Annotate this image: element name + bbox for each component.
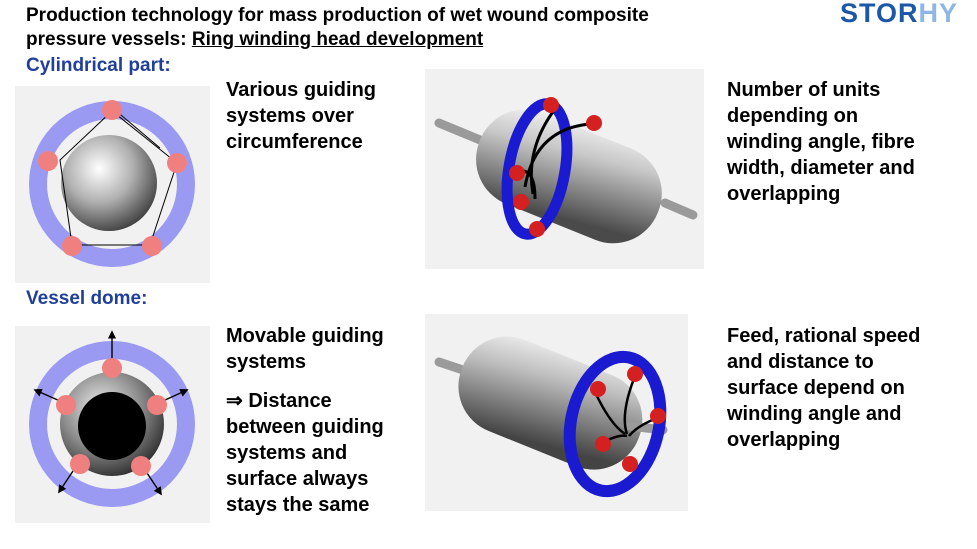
title-line-2-prefix: pressure vessels: [26, 29, 192, 50]
guide-unit [622, 456, 638, 472]
shaft-right [660, 198, 698, 220]
storhy-logo: STORHY [840, 0, 958, 29]
page-title: Production technology for mass productio… [26, 4, 649, 52]
movement-arrows [33, 330, 189, 496]
guide-unit [102, 358, 122, 378]
text-line: winding angle and [727, 403, 902, 425]
shaft-left [434, 357, 468, 375]
text-line: systems and [226, 442, 348, 464]
text-line: Movable guiding [226, 325, 384, 347]
text-line: Number of units [727, 79, 881, 101]
guide-unit [595, 436, 611, 452]
guiding-systems [590, 366, 666, 472]
dome-ring-diagram [15, 326, 210, 523]
logo-part-1: STOR [840, 0, 919, 28]
title-line-2: pressure vessels: Ring winding head deve… [26, 28, 649, 52]
text-line: systems [226, 351, 307, 373]
guide-unit [513, 194, 529, 210]
vessel-cross-section [61, 135, 157, 231]
guide-unit [147, 395, 167, 415]
text-line: width, diameter and [727, 157, 915, 179]
text-line: ⇒ Distance [226, 390, 332, 412]
guiding-systems [56, 358, 167, 476]
guide-unit [627, 366, 643, 382]
winding-ring [563, 350, 667, 498]
title-line-1: Production technology for mass productio… [26, 5, 649, 26]
cylindrical-left-text: Various guiding systems over circumferen… [226, 77, 376, 155]
text-line: overlapping [727, 429, 841, 451]
text-line: systems over [226, 105, 354, 127]
guide-unit [543, 97, 559, 113]
title-line-2-underlined: Ring winding head development [191, 29, 484, 50]
guide-unit [70, 454, 90, 474]
logo-part-2: HY [918, 0, 959, 28]
guide-unit [38, 151, 58, 171]
text-line: depending on [727, 105, 859, 127]
guide-unit [650, 408, 666, 424]
text-line: Feed, rational speed [727, 325, 921, 347]
guide-unit [590, 381, 606, 397]
text-line: and distance to [727, 351, 874, 373]
text-line: surface always [226, 468, 369, 490]
guide-unit [509, 165, 525, 181]
cylindrical-ring-diagram [15, 86, 210, 283]
guide-unit [56, 395, 76, 415]
text-line: surface depend on [727, 377, 905, 399]
guiding-systems [38, 100, 187, 256]
guide-unit [131, 456, 151, 476]
cylindrical-right-text: Number of units depending on winding ang… [727, 77, 915, 207]
fibre-lines [59, 109, 178, 246]
guide-unit [142, 236, 162, 256]
guide-unit [62, 236, 82, 256]
text-line: circumference [226, 131, 363, 153]
guide-unit [167, 153, 187, 173]
section-dome: Vessel dome: [26, 288, 148, 309]
guide-unit [102, 100, 122, 120]
guide-unit [529, 221, 545, 237]
dome-opening [78, 392, 146, 460]
text-line: stays the same [226, 494, 370, 516]
text-line: between guiding [226, 416, 384, 438]
text-line: Various guiding [226, 79, 377, 101]
guiding-systems [509, 97, 602, 237]
guide-unit [586, 115, 602, 131]
text-line: overlapping [727, 183, 841, 205]
dome-right-text: Feed, rational speed and distance to sur… [727, 323, 920, 453]
dome-left-text: Movable guiding systems ⇒ Distance betwe… [226, 323, 384, 518]
section-cylindrical: Cylindrical part: [26, 55, 171, 76]
cylindrical-3d-diagram [425, 69, 704, 269]
text-line: winding angle, fibre [727, 131, 915, 153]
dome-3d-diagram [425, 314, 688, 511]
